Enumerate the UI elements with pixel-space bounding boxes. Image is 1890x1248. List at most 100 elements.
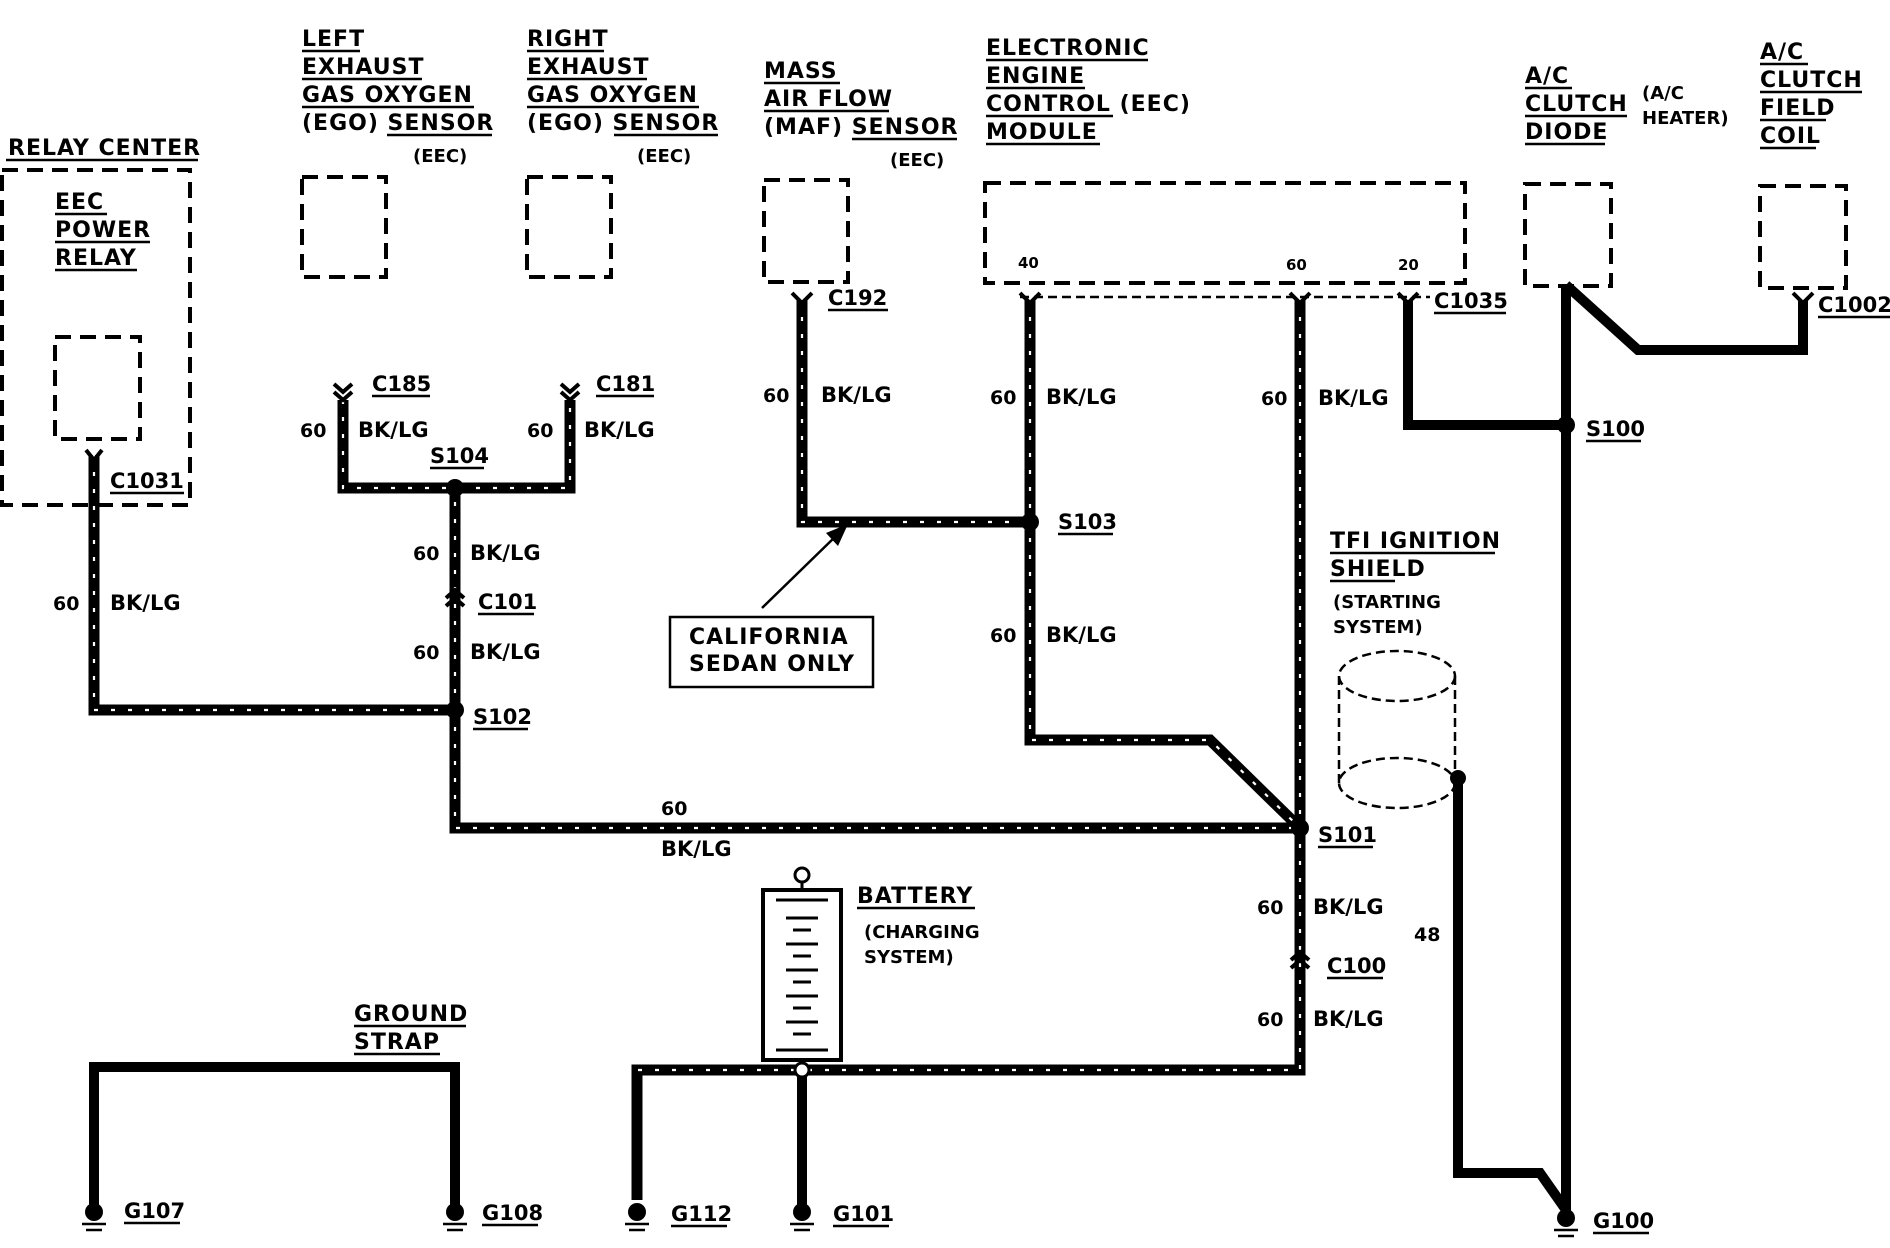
wire-color-label: BK/LG <box>584 418 655 442</box>
california-callout-box <box>668 615 875 689</box>
wire-c1035-40-to-s101 <box>1024 300 1304 832</box>
left-ego-label-3: GAS OXYGEN <box>302 83 473 108</box>
connector-c1035-label: C1035 <box>1434 289 1508 313</box>
ground-g112-icon <box>625 1203 649 1232</box>
wire-color-label: BK/LG <box>470 640 541 664</box>
tfi-system-2: SYSTEM) <box>1333 617 1423 638</box>
wire-color-label: BK/LG <box>110 591 181 615</box>
callout-arrow-icon <box>826 524 848 546</box>
wire-color-label: BK/LG <box>1318 386 1389 410</box>
connector-c1002-label: C1002 <box>1818 293 1890 317</box>
wire-color-label: BK/LG <box>1046 385 1117 409</box>
wire-circuit-label: 60 <box>1261 388 1287 410</box>
wire-c192-to-s103 <box>796 300 1030 528</box>
maf-system: (EEC) <box>890 150 944 171</box>
eec-relay-label-2: POWER <box>55 218 151 243</box>
wire-circuit-label: 60 <box>1257 897 1283 919</box>
right-ego-label-1: RIGHT <box>527 27 609 52</box>
ground-strap-label-1: GROUND <box>354 1002 468 1027</box>
wire-circuit-label: 60 <box>413 543 439 565</box>
wire-circuit-label: 60 <box>763 385 789 407</box>
left-ego-label-1: LEFT <box>302 27 365 52</box>
battery-system-2: SYSTEM) <box>864 947 954 968</box>
ground-g101-label: G101 <box>833 1202 894 1226</box>
right-ego-label-2: EXHAUST <box>527 55 649 80</box>
wire-color-label: BK/LG <box>358 418 429 442</box>
relay-center-box <box>0 168 192 507</box>
relay-center-title: RELAY CENTER <box>8 136 201 161</box>
connector-c100-label: C100 <box>1327 954 1386 978</box>
wire-color-label: BK/LG <box>1046 623 1117 647</box>
callout-line-2: SEDAN ONLY <box>689 652 855 677</box>
eec-pin-60: 60 <box>1286 256 1307 274</box>
battery-title: BATTERY <box>857 884 973 909</box>
splice-s100-icon <box>1557 416 1575 434</box>
ac-diode-system-1: (A/C <box>1642 83 1684 104</box>
connector-c1031-label: C1031 <box>110 469 184 493</box>
ac-diode-system-2: HEATER) <box>1642 108 1729 129</box>
wire-c1035-20-to-s100 <box>1403 300 1566 430</box>
wire-circuit-label: 60 <box>53 593 79 615</box>
maf-sensor-box <box>762 178 850 284</box>
eec-pin-40: 40 <box>1018 254 1039 272</box>
ground-symbols <box>82 1203 1578 1238</box>
ground-g108-icon <box>443 1203 467 1232</box>
ground-g107-icon <box>82 1203 106 1232</box>
eec-power-relay-box <box>53 335 142 441</box>
wire-diode-to-coil <box>1562 281 1808 355</box>
left-ego-label-4: (EGO) SENSOR <box>302 111 494 136</box>
ground-g100-label: G100 <box>1593 1209 1654 1233</box>
splice-s101-icon <box>1291 819 1309 837</box>
battery-icon <box>761 866 843 1079</box>
connector-c192-label: C192 <box>828 286 887 310</box>
tfi-system-1: (STARTING <box>1333 592 1441 613</box>
ground-g107-label: G107 <box>124 1199 185 1223</box>
splice-s104-icon <box>446 479 464 497</box>
ac-coil-label-1: A/C <box>1760 40 1804 65</box>
ac-coil-label-3: FIELD <box>1760 96 1836 121</box>
left-ego-system: (EEC) <box>413 146 467 167</box>
ac-clutch-field-coil-box <box>1758 184 1848 290</box>
splice-s102-icon <box>446 701 464 719</box>
right-ego-system: (EEC) <box>637 146 691 167</box>
splice-s104-label: S104 <box>430 444 489 468</box>
wire-shield-circuit-label: 48 <box>1414 924 1440 946</box>
ac-coil-label-4: COIL <box>1760 124 1821 149</box>
ground-strap-wire <box>89 1062 460 1205</box>
maf-label-3: (MAF) SENSOR <box>764 115 959 140</box>
ground-g108-label: G108 <box>482 1201 543 1225</box>
wire-labels: 60 BK/LG 60 BK/LG 60 BK/LG 60 BK/LG 60 B… <box>53 383 1440 1031</box>
tfi-label-2: SHIELD <box>1330 557 1426 582</box>
left-ego-sensor-box <box>300 175 388 279</box>
maf-label-2: AIR FLOW <box>764 87 893 112</box>
left-ego-label-2: EXHAUST <box>302 55 424 80</box>
ground-strap-label-2: STRAP <box>354 1030 440 1055</box>
eec-relay-label-3: RELAY <box>55 246 137 271</box>
ac-clutch-diode-box <box>1523 182 1613 288</box>
callout-arrow-line <box>761 534 838 609</box>
ground-circuit-wires <box>88 300 1306 1200</box>
connector-marks <box>84 291 1815 970</box>
maf-label-1: MASS <box>764 59 838 84</box>
wire-color-label: BK/LG <box>470 541 541 565</box>
eec-pin-20: 20 <box>1398 256 1419 274</box>
wire-circuit-label: 60 <box>300 420 326 442</box>
ac-diode-label-2: CLUTCH <box>1525 92 1628 117</box>
wire-circuit-label: 60 <box>413 642 439 664</box>
wire-circuit-label: 60 <box>990 625 1016 647</box>
wire-color-label: BK/LG <box>1313 1007 1384 1031</box>
wire-shield-drain <box>1453 778 1571 1213</box>
right-ego-label-3: GAS OXYGEN <box>527 83 698 108</box>
splice-s103-icon <box>1021 513 1039 531</box>
wire-color-label: BK/LG <box>821 383 892 407</box>
ground-g100-icon <box>1554 1209 1578 1238</box>
ac-coil-label-2: CLUTCH <box>1760 68 1863 93</box>
splice-s102-label: S102 <box>473 705 532 729</box>
right-ego-sensor-box <box>525 175 613 279</box>
eec-module-label-3: CONTROL (EEC) <box>986 92 1191 117</box>
connector-c185-label: C185 <box>372 372 431 396</box>
eec-module-label-2: ENGINE <box>986 64 1085 89</box>
splice-s100-label: S100 <box>1586 417 1645 441</box>
tfi-ignition-shield-icon <box>1337 649 1466 810</box>
